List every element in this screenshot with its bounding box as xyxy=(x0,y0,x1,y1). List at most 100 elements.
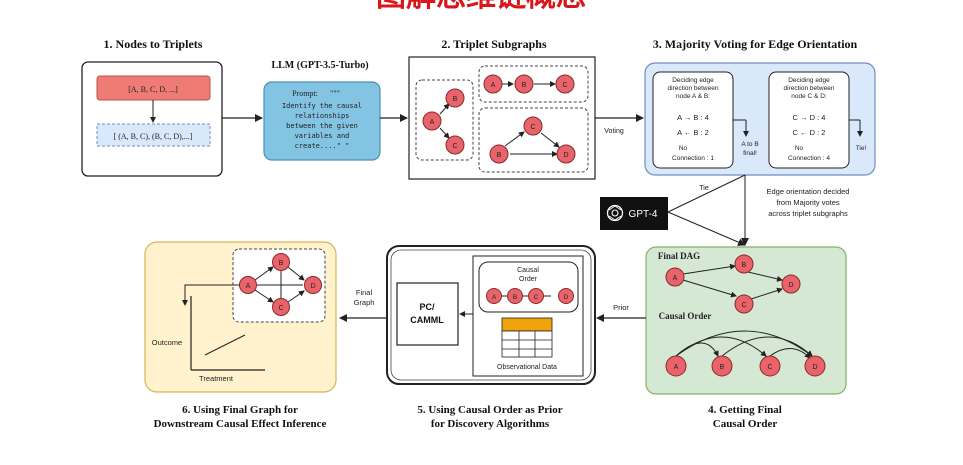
node-label: D xyxy=(563,152,568,159)
node-label: C xyxy=(278,305,283,312)
edge xyxy=(682,279,737,298)
arrow-tie-gpt4 xyxy=(667,174,746,213)
node-d xyxy=(304,276,322,294)
vote-ab-noconn: Connection : 1 xyxy=(672,155,714,162)
prompt-line: Identify the causal xyxy=(282,102,362,110)
gpt4-note: from Majority votes xyxy=(776,198,840,207)
node-label: D xyxy=(812,364,817,371)
node-label: D xyxy=(310,283,315,290)
node-c xyxy=(523,116,543,136)
vote-cd-line: direction between xyxy=(784,85,835,92)
edge xyxy=(287,290,305,303)
node-label: D xyxy=(788,282,793,289)
node-c xyxy=(528,288,544,304)
graph-to-plot-connector xyxy=(182,284,240,306)
edge xyxy=(675,330,813,357)
node-b xyxy=(489,144,509,164)
step4-caption: Causal Order xyxy=(713,418,778,430)
node-label: C xyxy=(767,364,772,371)
edge xyxy=(747,287,783,301)
node-a xyxy=(486,288,502,304)
causal-order-mini-box xyxy=(478,261,579,313)
data-table-icon xyxy=(501,317,553,358)
node-b xyxy=(711,355,733,377)
node-a xyxy=(483,74,503,94)
node-label: C xyxy=(534,294,539,301)
edge xyxy=(721,336,813,357)
node-a xyxy=(665,355,687,377)
edge xyxy=(747,271,783,282)
gpt4-note: across triplet subgraphs xyxy=(768,209,848,218)
node-d xyxy=(556,144,576,164)
vote-cd-result: Tie! xyxy=(856,145,867,152)
prompt-line: create...." " xyxy=(295,142,350,150)
vote-cd-opt1: C → D : 4 xyxy=(793,113,826,122)
step6-caption: Downstream Causal Effect Inference xyxy=(154,418,327,430)
gpt4-label: GPT-4 xyxy=(629,209,658,220)
node-label: C xyxy=(530,124,535,131)
prompt-label: Prompt: xyxy=(292,89,318,98)
vote-ab-line: direction between xyxy=(668,85,719,92)
causal-order-mini-label: Causal xyxy=(517,267,539,274)
openai-logo-icon xyxy=(606,204,624,222)
final-graph-label: Graph xyxy=(354,298,375,307)
subgraph-left xyxy=(415,79,474,161)
vote-cd-line: Deciding edge xyxy=(788,77,830,84)
node-label: C xyxy=(562,82,567,89)
node-label: B xyxy=(742,262,747,269)
node-c xyxy=(445,135,465,155)
node-label: A xyxy=(492,294,497,301)
vote-cd-noconn: Connection : 4 xyxy=(788,155,830,162)
step5-caption: 5. Using Causal Order as Prior xyxy=(417,404,562,416)
edge xyxy=(769,348,811,359)
node-b xyxy=(734,254,754,274)
node-a xyxy=(665,267,685,287)
tie-label: Tie xyxy=(699,185,709,192)
step3-title: 3. Majority Voting for Edge Orientation xyxy=(653,37,858,51)
nodes-list-text: [A, B, C, D, ...] xyxy=(128,85,178,94)
triplets-list-box xyxy=(96,123,211,147)
edge xyxy=(439,127,450,139)
causal-order-label: Causal Order xyxy=(659,311,712,321)
node-label: B xyxy=(279,260,284,267)
node-a xyxy=(422,111,442,131)
subgraph-bottom xyxy=(478,107,589,173)
node-b xyxy=(514,74,534,94)
edge xyxy=(682,263,736,275)
node-label: A xyxy=(674,364,679,371)
node-label: B xyxy=(720,364,725,371)
vote-cd-noconn: No xyxy=(795,145,804,152)
vote-cd-opt2: C ← D : 2 xyxy=(793,128,826,137)
outcome-label: Outcome xyxy=(152,338,182,347)
node-c xyxy=(734,294,754,314)
vote-ab-result: final! xyxy=(743,150,757,157)
node-b xyxy=(507,288,523,304)
edge xyxy=(254,266,274,281)
prompt-line: variables and xyxy=(295,132,350,140)
node-c xyxy=(759,355,781,377)
node-label: A xyxy=(246,283,251,290)
step2-title: 2. Triplet Subgraphs xyxy=(441,37,547,51)
node-b xyxy=(272,253,290,271)
vote-ab-line: Deciding edge xyxy=(672,77,714,84)
llm-title: LLM (GPT-3.5-Turbo) xyxy=(271,60,368,71)
step6-caption: 6. Using Final Graph for xyxy=(182,404,298,416)
node-label: C xyxy=(741,302,746,309)
node-label: A xyxy=(430,119,435,126)
prior-label: Prior xyxy=(613,303,629,312)
gpt4-badge xyxy=(600,197,668,230)
llm-prompt-box xyxy=(263,81,381,161)
step1-title: 1. Nodes to Triplets xyxy=(104,37,203,51)
prompt-line: relationships xyxy=(295,112,350,120)
observational-data-label: Observational Data xyxy=(497,364,557,371)
node-c xyxy=(555,74,575,94)
node-label: D xyxy=(564,294,569,301)
step5-caption: for Discovery Algorithms xyxy=(431,418,550,430)
voting-label: Voting xyxy=(604,128,624,135)
edge xyxy=(287,266,305,281)
node-label: B xyxy=(497,152,502,159)
treatment-label: Treatment xyxy=(199,374,234,383)
triplets-list-text: [ (A, B, C), (B, C, D),...] xyxy=(114,132,193,141)
step5-inner-box xyxy=(390,249,592,381)
